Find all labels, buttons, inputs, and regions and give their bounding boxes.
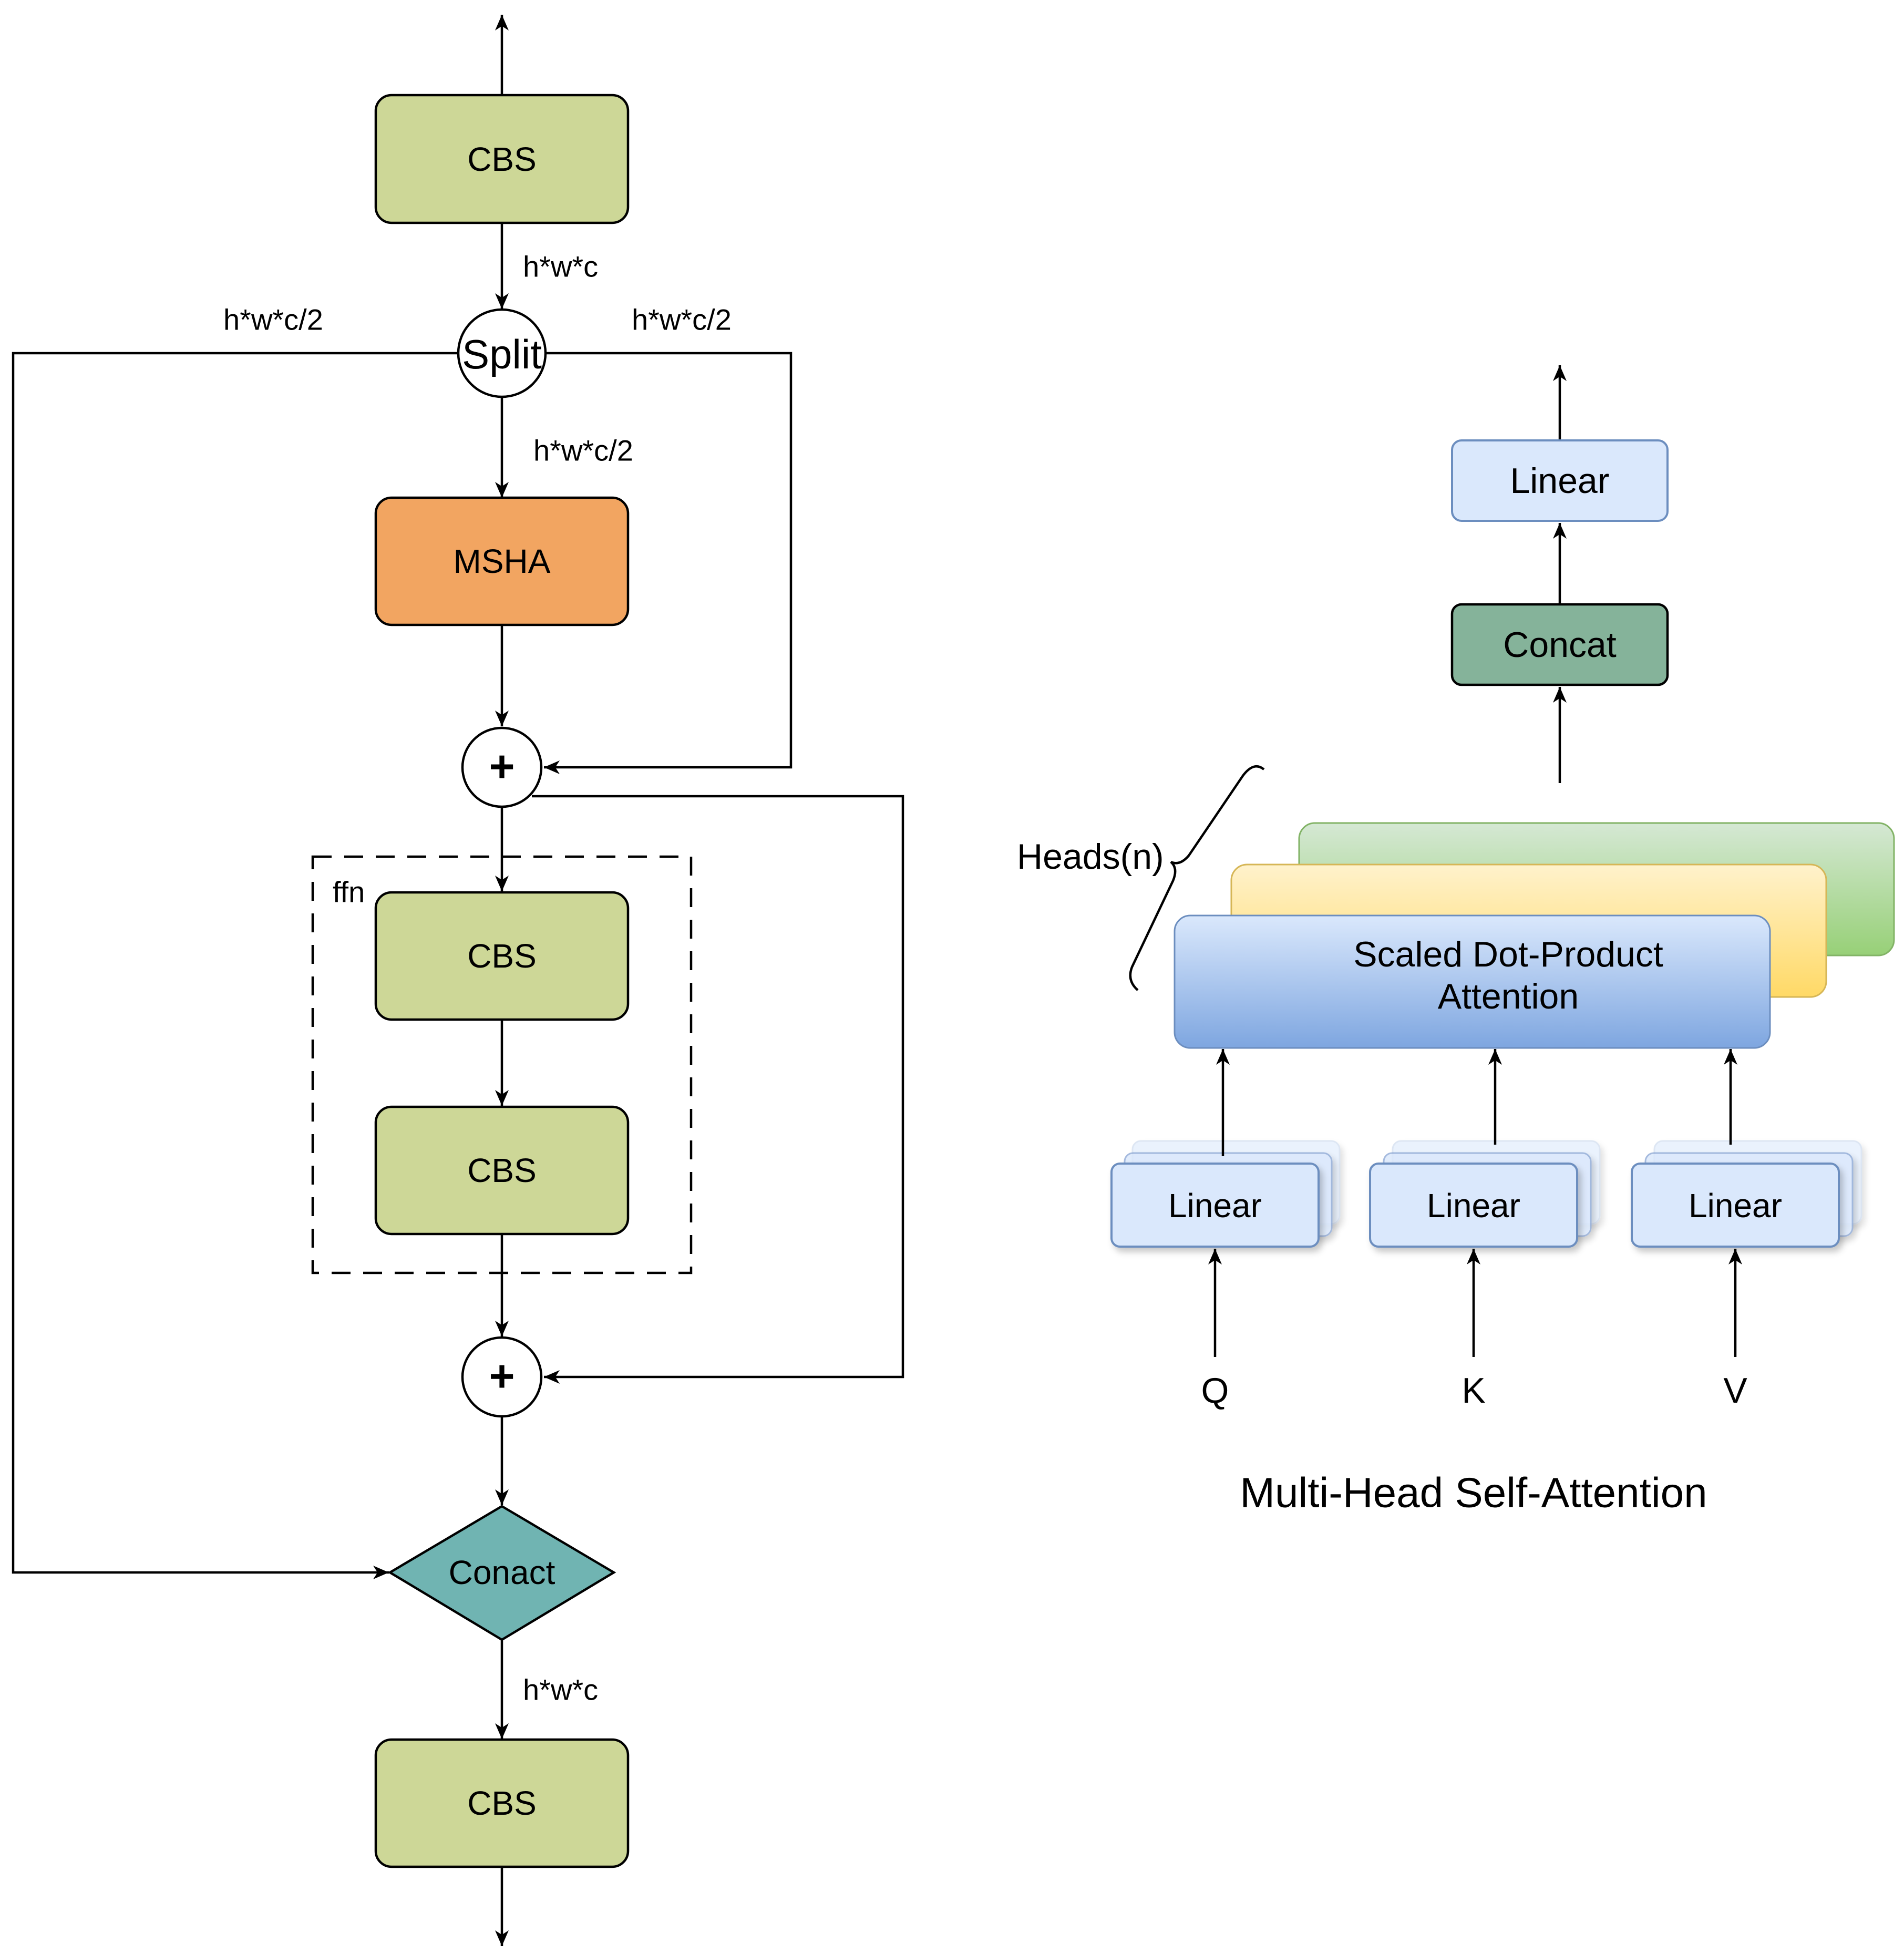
ffn-cbs-2-block: CBS: [374, 1105, 630, 1236]
dim-label-top: h*w*c: [523, 250, 598, 283]
svg-text:Conact: Conact: [449, 1554, 555, 1591]
input-q-label: Q: [1201, 1371, 1229, 1411]
linear-stack-k: Linear: [1369, 1140, 1601, 1248]
arrowhead: [1553, 687, 1567, 703]
dim-label-left: h*w*c/2: [223, 303, 323, 336]
arrowhead: [1488, 1049, 1502, 1065]
svg-text:Concat: Concat: [1503, 625, 1617, 665]
split-node: Split: [457, 308, 547, 398]
add-node-2: +: [461, 1336, 543, 1418]
dim-label-bottom: h*w*c: [523, 1673, 598, 1706]
svg-text:CBS: CBS: [467, 937, 537, 975]
linear-v-block: Linear: [1631, 1163, 1840, 1248]
svg-text:CBS: CBS: [467, 1784, 537, 1822]
arrowhead: [1216, 1049, 1230, 1065]
diagram-title: Multi-Head Self-Attention: [1240, 1469, 1707, 1516]
arrowhead: [495, 876, 509, 891]
input-v-label: V: [1723, 1371, 1747, 1411]
arrowhead: [495, 1723, 509, 1739]
ffn-group: ffn CBS CBS: [311, 855, 693, 1274]
linear-q-block: Linear: [1110, 1163, 1320, 1248]
arrowhead: [495, 1090, 509, 1106]
input-k-label: K: [1462, 1371, 1485, 1411]
cbs-top-block: CBS: [374, 94, 630, 224]
left-connectors: [12, 15, 904, 1946]
svg-text:Linear: Linear: [1168, 1187, 1262, 1225]
ffn-cbs-1-block: CBS: [374, 891, 630, 1021]
arrowheads: [373, 15, 1742, 1946]
arrowhead: [1728, 1249, 1742, 1264]
svg-text:Linear: Linear: [1510, 461, 1609, 501]
arrowhead: [495, 711, 509, 726]
right-diagram: Linear Concat Scaled Dot-Product Attenti…: [1017, 365, 1895, 1516]
svg-text:Scaled Dot-Product: Scaled Dot-Product: [1353, 934, 1663, 974]
arrowhead: [495, 482, 509, 498]
arrowhead: [1553, 365, 1567, 381]
split-left-branch: [12, 352, 459, 1574]
arrowhead: [495, 293, 509, 309]
arrowhead: [544, 1370, 560, 1384]
linear-k-block: Linear: [1369, 1163, 1578, 1248]
add-node-1: +: [461, 726, 543, 808]
ffn-label: ffn: [333, 876, 365, 909]
svg-text:+: +: [489, 1351, 514, 1401]
heads-label: Heads(n): [1017, 837, 1164, 877]
residual-branch: [532, 795, 904, 1379]
arrowhead: [1724, 1049, 1737, 1065]
svg-text:+: +: [489, 742, 514, 791]
concat-diamond: Conact: [387, 1505, 616, 1641]
svg-text:Linear: Linear: [1427, 1187, 1520, 1225]
arrowhead: [495, 1321, 509, 1336]
arrowhead: [495, 1930, 509, 1946]
linear-output-block: Linear: [1451, 439, 1669, 522]
svg-text:Attention: Attention: [1438, 976, 1579, 1016]
arrowhead: [1208, 1249, 1222, 1264]
arrowhead: [495, 1489, 509, 1505]
msha-block: MSHA: [374, 496, 630, 626]
arrowhead: [373, 1566, 389, 1579]
svg-text:Linear: Linear: [1689, 1187, 1782, 1225]
linear-stack-q: Linear: [1110, 1140, 1341, 1248]
arrowhead: [1553, 523, 1567, 539]
svg-text:Split: Split: [462, 331, 542, 377]
left-diagram: CBS h*w*c h*w*c/2 h*w*c/2 Split h*w*c/2 …: [12, 15, 904, 1946]
arrowhead: [1467, 1249, 1480, 1264]
arrowhead: [495, 15, 509, 30]
dim-label-msha: h*w*c/2: [533, 434, 633, 467]
arrowhead: [544, 760, 560, 774]
svg-text:CBS: CBS: [467, 1151, 537, 1189]
split-right-branch: [544, 352, 793, 769]
cbs-bottom-block: CBS: [374, 1738, 630, 1868]
heads-brace: [1129, 765, 1265, 991]
dim-label-right: h*w*c/2: [632, 303, 732, 336]
ffn-dashed-frame: [311, 855, 693, 1274]
attention-block: Scaled Dot-Product Attention: [1174, 914, 1771, 1049]
concat-block: Concat: [1450, 603, 1669, 686]
linear-stack-v: Linear: [1631, 1140, 1862, 1248]
svg-text:CBS: CBS: [467, 140, 537, 178]
svg-text:MSHA: MSHA: [454, 542, 551, 580]
